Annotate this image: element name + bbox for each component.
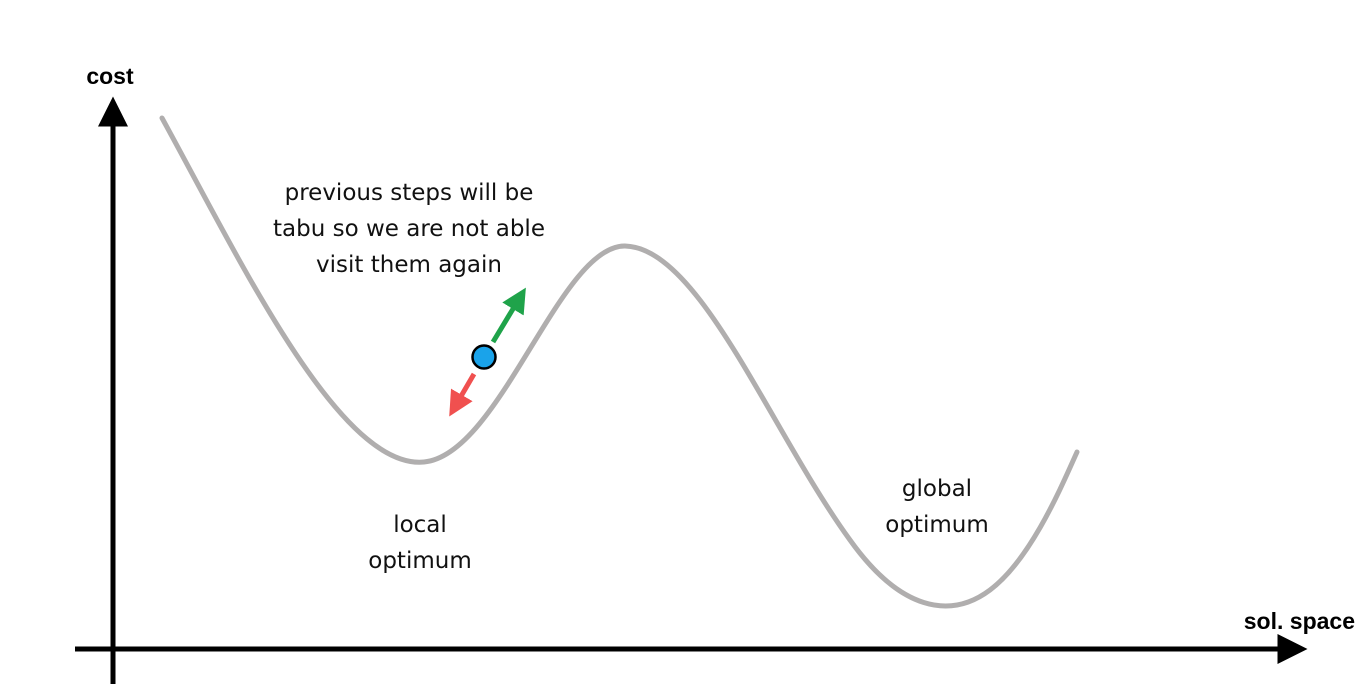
global-optimum-line: global: [902, 476, 972, 502]
x-axis-label: sol. space: [1244, 608, 1355, 634]
local-optimum-line: optimum: [368, 548, 471, 574]
forward-move-arrow: [490, 287, 526, 344]
y-axis-label: cost: [86, 63, 134, 89]
tabu-note-line: visit them again: [316, 252, 502, 278]
local-optimum-label: local optimum: [368, 512, 471, 574]
tabu-note: previous steps will be tabu so we are no…: [273, 180, 545, 278]
tabu-note-line: previous steps will be: [285, 180, 534, 206]
tabu-note-line: tabu so we are not able: [273, 216, 545, 242]
current-solution-point: [471, 344, 497, 370]
global-optimum-label: global optimum: [885, 476, 988, 538]
cost-curve: [159, 115, 1080, 609]
global-optimum-line: optimum: [885, 512, 988, 538]
local-optimum-line: local: [393, 512, 447, 538]
tabu-move-arrow: [449, 372, 477, 417]
